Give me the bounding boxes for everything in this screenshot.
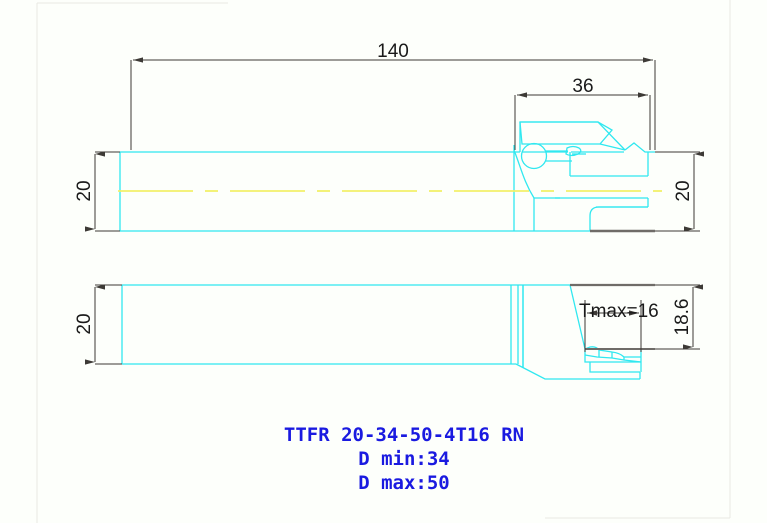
dimension-label-head-length: 36: [572, 76, 593, 97]
dimension-label-head-height: 18.6: [672, 299, 693, 336]
bottom-view-base-edge: [570, 283, 655, 350]
dimension-label-shank-height-top-right: 20: [673, 180, 694, 201]
dimension-label-tmax: Tmax=16: [579, 301, 659, 322]
top-view-part-outline: [119, 121, 655, 232]
dimension-label-overall-length: 140: [377, 41, 409, 62]
d-min-label: D min:34: [358, 448, 450, 470]
d-max-label: D max:50: [358, 472, 450, 494]
sheet-frame: [36, 0, 731, 523]
bottom-view-part-outline: [121, 284, 655, 380]
part-designation-label: TTFR 20-34-50-4T16 RN: [284, 424, 524, 446]
dimension-label-shank-height-top-left: 20: [74, 180, 95, 201]
dimension-label-shank-height-bottom-left: 20: [74, 313, 95, 334]
dimension-lines: [85, 57, 704, 365]
